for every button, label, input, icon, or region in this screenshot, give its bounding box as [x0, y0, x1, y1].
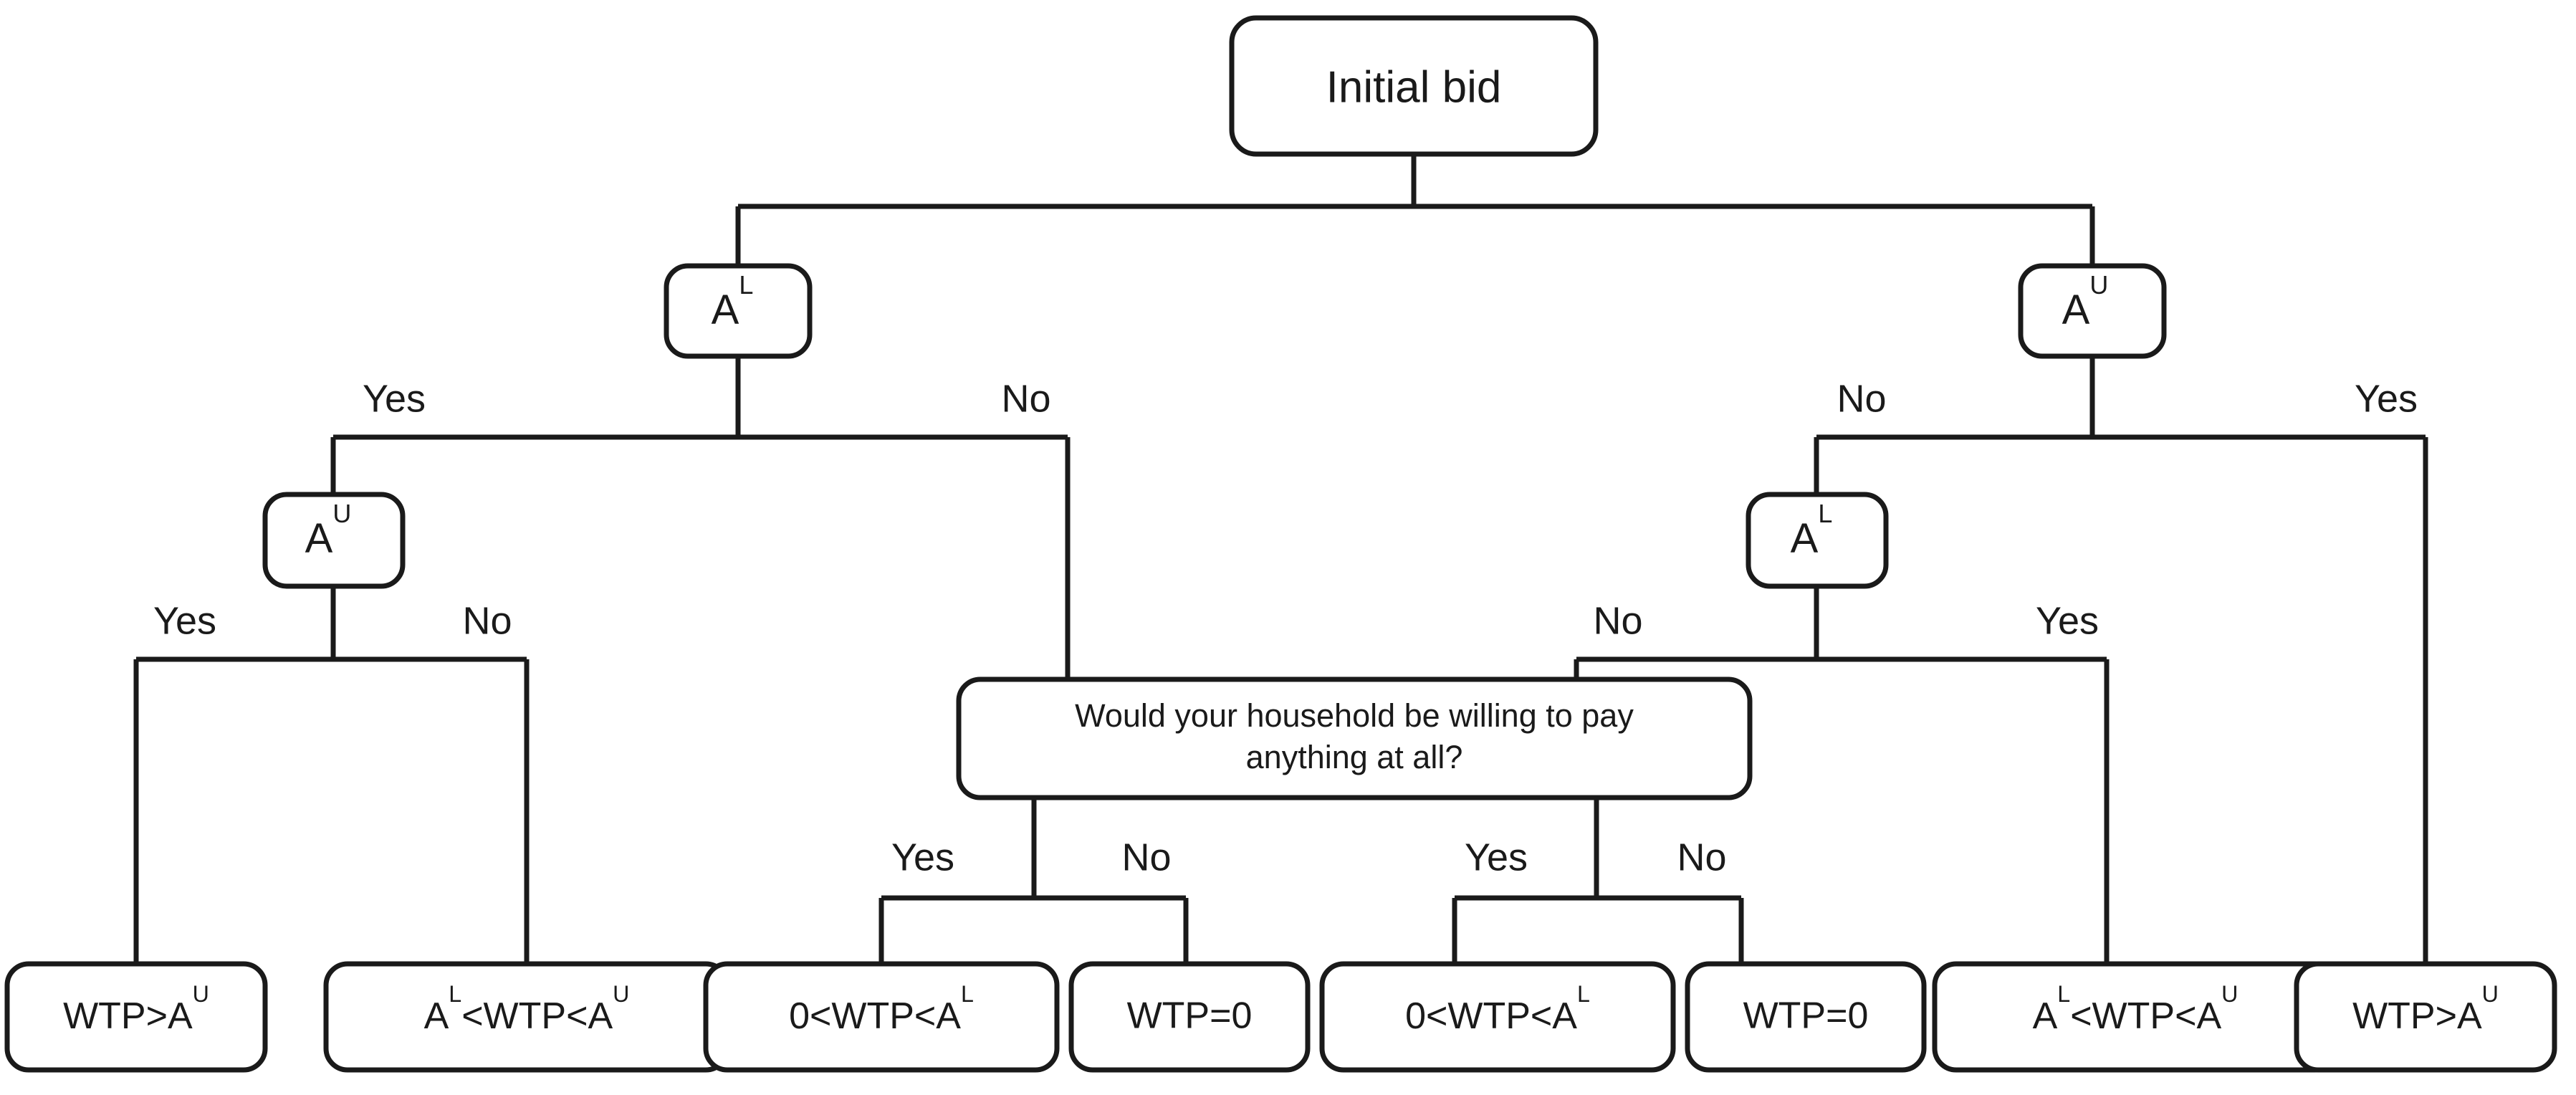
edge-label-right-al-yes: Yes — [2036, 599, 2099, 642]
outcome-5-label: 0<WTP<AL — [1405, 981, 1590, 1037]
outcome-4-box[interactable] — [1068, 961, 1311, 1073]
outcome-1-label: WTP>AU — [63, 981, 209, 1037]
right-au-sup: U — [2089, 270, 2108, 300]
outcome-6-label: WTP=0 — [1743, 995, 1869, 1037]
edge-label-question-right-yes: Yes — [1465, 836, 1528, 879]
outcome-6-box[interactable] — [1685, 961, 1927, 1073]
edge-label-question-left-no: No — [1121, 836, 1171, 879]
question-box[interactable] — [956, 676, 1753, 800]
edge-label-right-au-no: No — [1837, 377, 1886, 420]
leaf-outcome-2[interactable]: AL<WTP<AU — [323, 961, 730, 1073]
question-line-2: anything at all? — [1246, 739, 1463, 775]
right-au-label: AU — [2062, 270, 2109, 333]
right-al-label: AL — [1791, 499, 1833, 562]
outcome-4-label: WTP=0 — [1127, 995, 1253, 1037]
edge-label-right-al-no: No — [1593, 599, 1642, 642]
left-au-label: AU — [305, 499, 352, 562]
edge-label-right-au-yes: Yes — [2355, 377, 2418, 420]
right-au-base: A — [2062, 287, 2090, 333]
left-al-box[interactable] — [664, 263, 813, 359]
edge-label-layer: Yes No Yes No Yes No Yes No No Yes No Ye… — [153, 377, 2418, 879]
initial-bid-label: Initial bid — [1326, 62, 1502, 112]
leaf-outcome-4[interactable]: WTP=0 — [1068, 961, 1311, 1073]
right-al-box[interactable] — [1746, 492, 1889, 589]
right-al-sup: L — [1818, 499, 1832, 528]
leaf-outcome-6[interactable]: WTP=0 — [1685, 961, 1927, 1073]
leaf-outcome-8[interactable]: WTP>AU — [2294, 961, 2557, 1073]
left-au-base: A — [305, 515, 333, 562]
left-al-base: A — [712, 287, 739, 333]
outcome-1-box[interactable] — [4, 961, 268, 1073]
edge-label-left-al-no: No — [1001, 377, 1050, 420]
edge-label-left-au-no: No — [462, 599, 512, 642]
edge-label-left-al-yes: Yes — [363, 377, 426, 420]
edge-label-question-right-no: No — [1677, 836, 1726, 879]
left-al-sup: L — [739, 270, 753, 300]
left-al-label: AL — [712, 270, 754, 333]
connector-layer — [133, 85, 2428, 964]
outcome-2-label: AL<WTP<AU — [424, 981, 630, 1037]
node-left-au[interactable]: AU — [262, 492, 406, 589]
edge-label-question-left-yes: Yes — [891, 836, 954, 879]
outcome-8-box[interactable] — [2294, 961, 2557, 1073]
initial-bid-box[interactable] — [1229, 15, 1599, 157]
node-left-al[interactable]: AL — [664, 263, 813, 359]
right-au-box[interactable] — [2018, 263, 2167, 359]
node-willingness-question[interactable]: Would your household be willing to pay a… — [956, 676, 1753, 800]
outcome-5-box[interactable] — [1319, 961, 1676, 1073]
outcome-3-label: 0<WTP<AL — [789, 981, 974, 1037]
outcome-7-label: AL<WTP<AU — [2033, 981, 2239, 1037]
edge-label-left-au-yes: Yes — [153, 599, 216, 642]
leaf-outcome-5[interactable]: 0<WTP<AL — [1319, 961, 1676, 1073]
outcome-8-label: WTP>AU — [2352, 981, 2499, 1037]
node-right-au[interactable]: AU — [2018, 263, 2167, 359]
leaf-outcome-3[interactable]: 0<WTP<AL — [703, 961, 1060, 1073]
leaf-outcome-7[interactable]: AL<WTP<AU — [1932, 961, 2339, 1073]
left-au-box[interactable] — [262, 492, 406, 589]
left-au-sup: U — [332, 499, 351, 528]
outcome-3-box[interactable] — [703, 961, 1060, 1073]
question-line-1: Would your household be willing to pay — [1075, 697, 1634, 734]
leaf-outcome-1[interactable]: WTP>AU — [4, 961, 268, 1073]
node-right-al[interactable]: AL — [1746, 492, 1889, 589]
right-al-base: A — [1791, 515, 1819, 562]
node-initial-bid[interactable]: Initial bid — [1229, 15, 1599, 157]
